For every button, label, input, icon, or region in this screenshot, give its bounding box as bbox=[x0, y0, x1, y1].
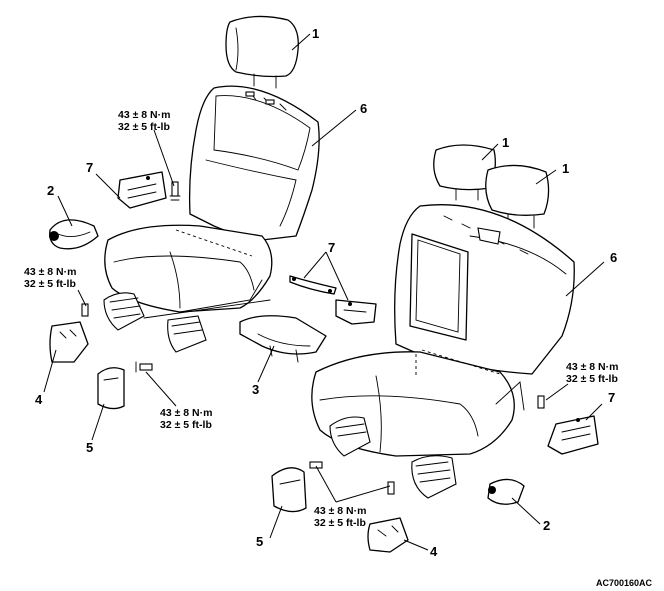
torque-spec-left: 43 ± 8 N·m 32 ± 5 ft-lb bbox=[24, 266, 76, 290]
torque-spec-left-lower: 43 ± 8 N·m 32 ± 5 ft-lb bbox=[160, 407, 212, 431]
left-cover-2 bbox=[49, 219, 99, 250]
torque-spec-top: 43 ± 8 N·m 32 ± 5 ft-lb bbox=[118, 109, 170, 133]
callout-7-right-bracket: 7 bbox=[608, 390, 615, 405]
svg-text:32 ± 5 ft-lb: 32 ± 5 ft-lb bbox=[24, 278, 76, 290]
torque-specs: 43 ± 8 N·m 32 ± 5 ft-lb 43 ± 8 N·m 32 ± … bbox=[24, 109, 618, 529]
right-seatback bbox=[394, 204, 575, 375]
callout-numbers: 1 6 7 2 4 5 3 7 1 1 6 7 2 5 4 bbox=[35, 26, 617, 559]
left-bolt-lower bbox=[135, 361, 153, 373]
left-cover-5 bbox=[97, 367, 125, 410]
callout-5-right-cover: 5 bbox=[256, 534, 263, 549]
svg-text:43 ± 8 N·m: 43 ± 8 N·m bbox=[160, 407, 212, 419]
left-headrest bbox=[225, 15, 299, 89]
callout-5-left-cover: 5 bbox=[86, 440, 93, 455]
right-cover-2 bbox=[487, 478, 525, 505]
right-bolt-upper bbox=[537, 395, 545, 409]
left-seatback bbox=[188, 85, 320, 241]
callout-6-right-seatback: 6 bbox=[610, 250, 617, 265]
right-bracket-7 bbox=[547, 415, 599, 455]
svg-text:32 ± 5 ft-lb: 32 ± 5 ft-lb bbox=[118, 121, 170, 133]
right-seat-assembly bbox=[311, 144, 575, 499]
callout-1-left-headrest: 1 bbox=[312, 26, 319, 41]
torque-spec-right: 43 ± 8 N·m 32 ± 5 ft-lb bbox=[566, 361, 618, 385]
leader-lines bbox=[43, 33, 605, 551]
svg-text:43 ± 8 N·m: 43 ± 8 N·m bbox=[118, 109, 170, 121]
torque-spec-right-lower: 43 ± 8 N·m 32 ± 5 ft-lb bbox=[314, 505, 366, 529]
left-seat-assembly bbox=[103, 15, 320, 353]
svg-text:43 ± 8 N·m: 43 ± 8 N·m bbox=[566, 361, 618, 373]
left-bracket-7 bbox=[117, 171, 167, 209]
left-seat-frame bbox=[103, 292, 271, 353]
right-cover-4 bbox=[367, 517, 409, 553]
svg-text:43 ± 8 N·m: 43 ± 8 N·m bbox=[24, 266, 76, 278]
figure-code: AC700160AC bbox=[596, 578, 653, 588]
left-bolt-upper bbox=[169, 181, 181, 201]
svg-text:32 ± 5 ft-lb: 32 ± 5 ft-lb bbox=[566, 373, 618, 385]
left-bolt-mid bbox=[81, 303, 89, 317]
left-cover-4 bbox=[49, 321, 89, 363]
callout-1-right-headrest-a: 1 bbox=[502, 135, 509, 150]
svg-text:43 ± 8 N·m: 43 ± 8 N·m bbox=[314, 505, 366, 517]
callout-1-right-headrest-b: 1 bbox=[562, 161, 569, 176]
callout-4-right-cover: 4 bbox=[430, 544, 438, 559]
callout-7-left-bracket: 7 bbox=[86, 160, 93, 175]
right-headrest-b bbox=[485, 164, 550, 229]
center-bracket-7b bbox=[335, 299, 377, 325]
callout-4-left-cover: 4 bbox=[35, 392, 43, 407]
center-bracket-7a bbox=[289, 275, 337, 295]
callout-3-center-cover: 3 bbox=[252, 382, 259, 397]
svg-text:32 ± 5 ft-lb: 32 ± 5 ft-lb bbox=[314, 517, 366, 529]
callout-2-left-cover: 2 bbox=[47, 183, 54, 198]
right-seat-frame bbox=[329, 416, 457, 499]
right-cover-5 bbox=[271, 467, 307, 513]
center-cover-3 bbox=[239, 315, 327, 363]
right-bolt-lower bbox=[309, 461, 395, 495]
svg-text:32 ± 5 ft-lb: 32 ± 5 ft-lb bbox=[160, 419, 212, 431]
callout-2-right-cover: 2 bbox=[543, 518, 550, 533]
callout-7-center-bracket: 7 bbox=[328, 240, 335, 255]
callout-6-left-seatback: 6 bbox=[360, 101, 367, 116]
left-seat-cushion bbox=[104, 224, 273, 313]
